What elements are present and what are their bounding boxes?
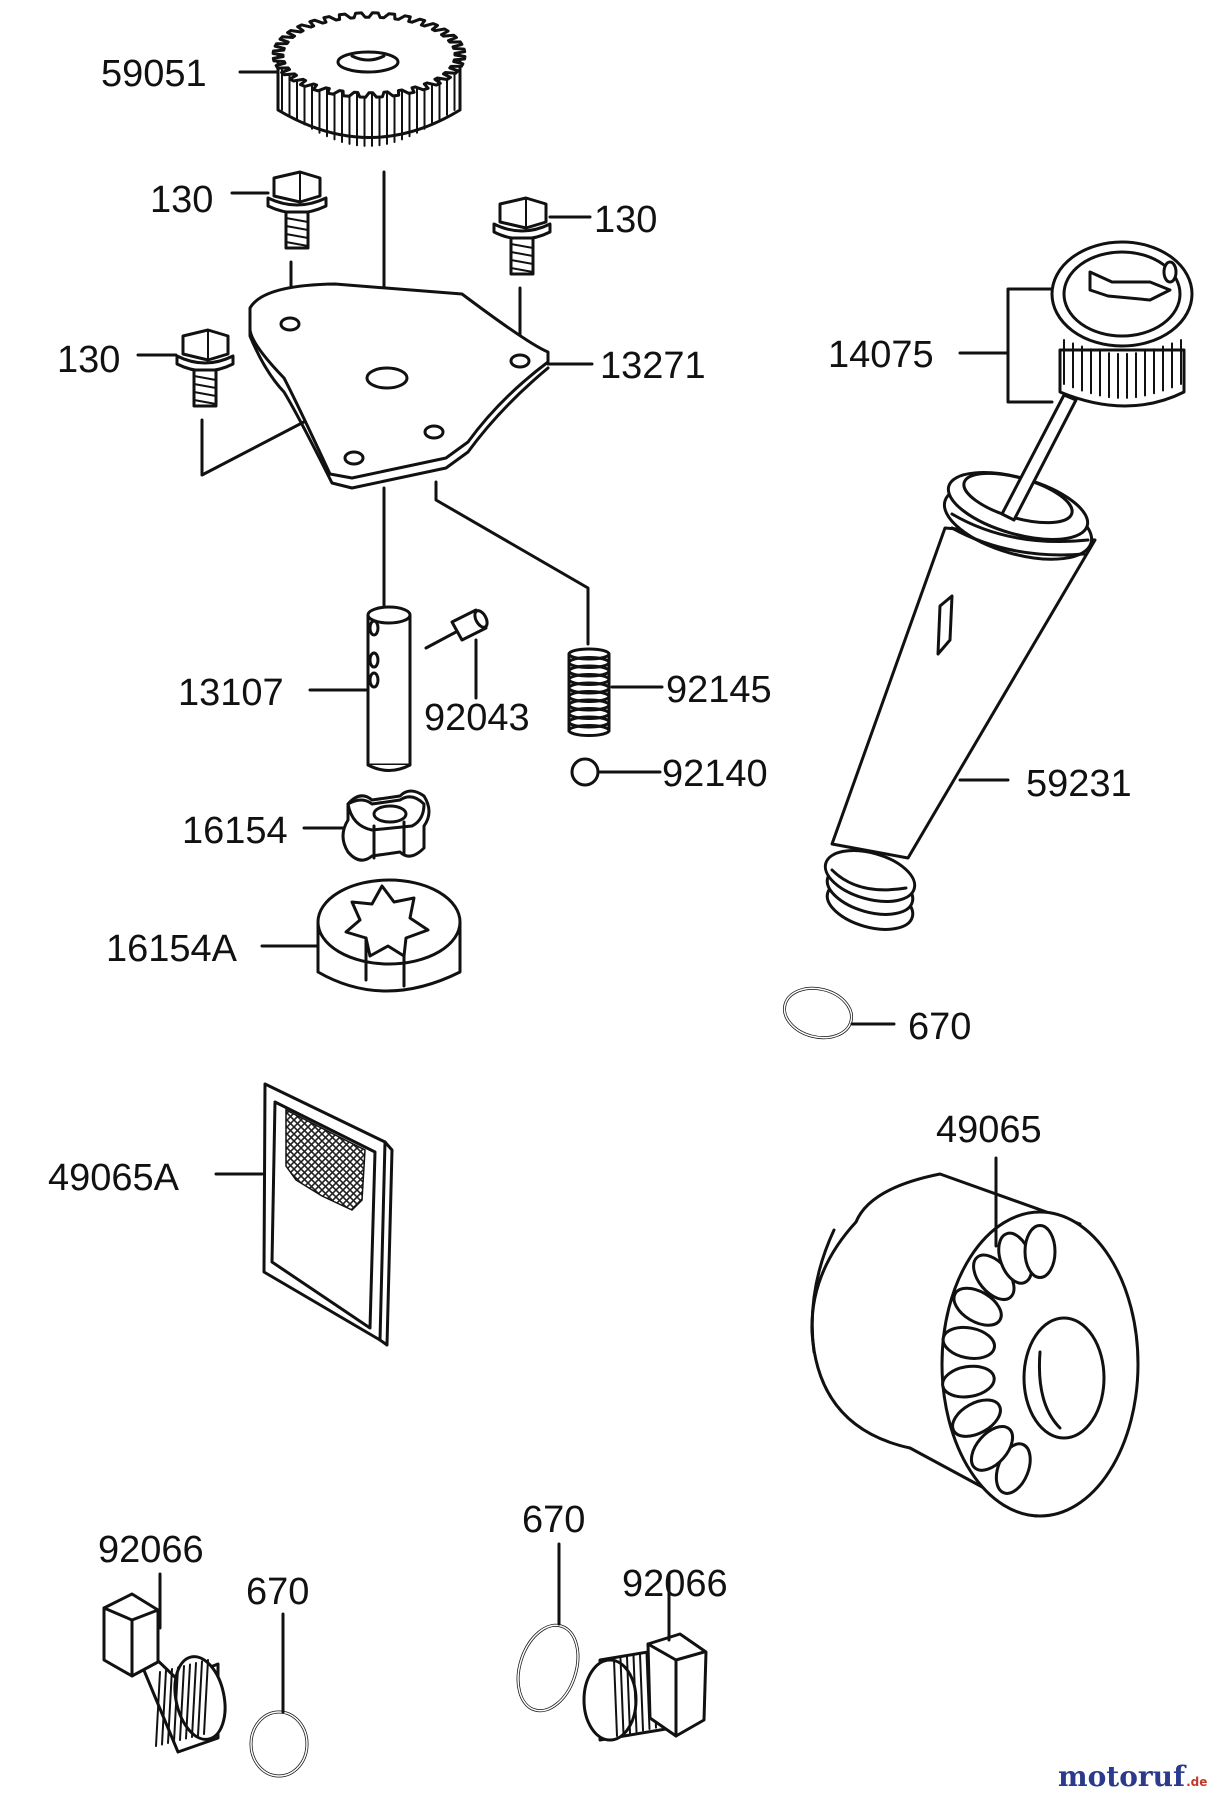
oil-strainer-49065A — [262, 1082, 394, 1347]
label-92140: 92140 — [662, 753, 768, 795]
label-13107: 13107 — [178, 672, 284, 714]
bolt-130-top-right — [492, 196, 552, 276]
label-130-top-right: 130 — [594, 199, 657, 241]
label-670-bottom-left: 670 — [246, 1571, 309, 1613]
oil-filter-49065 — [810, 1172, 1140, 1518]
label-16154A: 16154A — [106, 928, 238, 970]
bolt-130-top-left — [266, 170, 328, 250]
o-ring-670-bottom-center — [516, 1623, 580, 1713]
label-130-top-left: 130 — [150, 179, 213, 221]
label-670-tube: 670 — [908, 1006, 971, 1048]
o-ring-670-bottom-left — [249, 1710, 309, 1778]
watermark-logo: motoruf.de — [1058, 1760, 1207, 1793]
label-49065A: 49065A — [48, 1157, 180, 1199]
drain-plug-92066-right — [582, 1632, 708, 1742]
label-92145: 92145 — [666, 669, 772, 711]
inner-rotor-16154 — [341, 789, 431, 862]
label-670-bottom-center: 670 — [522, 1499, 585, 1541]
gear-59051 — [271, 11, 467, 147]
svg-text:motoruf.de: motoruf.de — [1058, 1760, 1207, 1793]
label-92066-left: 92066 — [98, 1529, 204, 1571]
drain-plug-92066-left — [102, 1592, 227, 1754]
shaft-13107 — [366, 605, 412, 772]
label-130-left: 130 — [57, 339, 120, 381]
label-13271: 13271 — [600, 345, 706, 387]
dipstick-14075 — [1000, 240, 1194, 522]
pin-92043 — [450, 608, 489, 642]
label-92066-right: 92066 — [622, 1563, 728, 1605]
oil-filler-tube-59231 — [823, 471, 1097, 931]
label-49065: 49065 — [936, 1109, 1042, 1151]
label-59231: 59231 — [1026, 763, 1132, 805]
ball-92140 — [570, 757, 600, 787]
cover-plate-13271 — [248, 282, 550, 490]
label-14075: 14075 — [828, 334, 934, 376]
outer-rotor-16154A — [316, 878, 462, 993]
bolt-130-left — [175, 328, 235, 408]
label-16154: 16154 — [182, 810, 288, 852]
o-ring-670-tube — [783, 986, 853, 1040]
spring-92145 — [567, 647, 611, 737]
label-59051: 59051 — [101, 53, 207, 95]
label-92043: 92043 — [424, 697, 530, 739]
